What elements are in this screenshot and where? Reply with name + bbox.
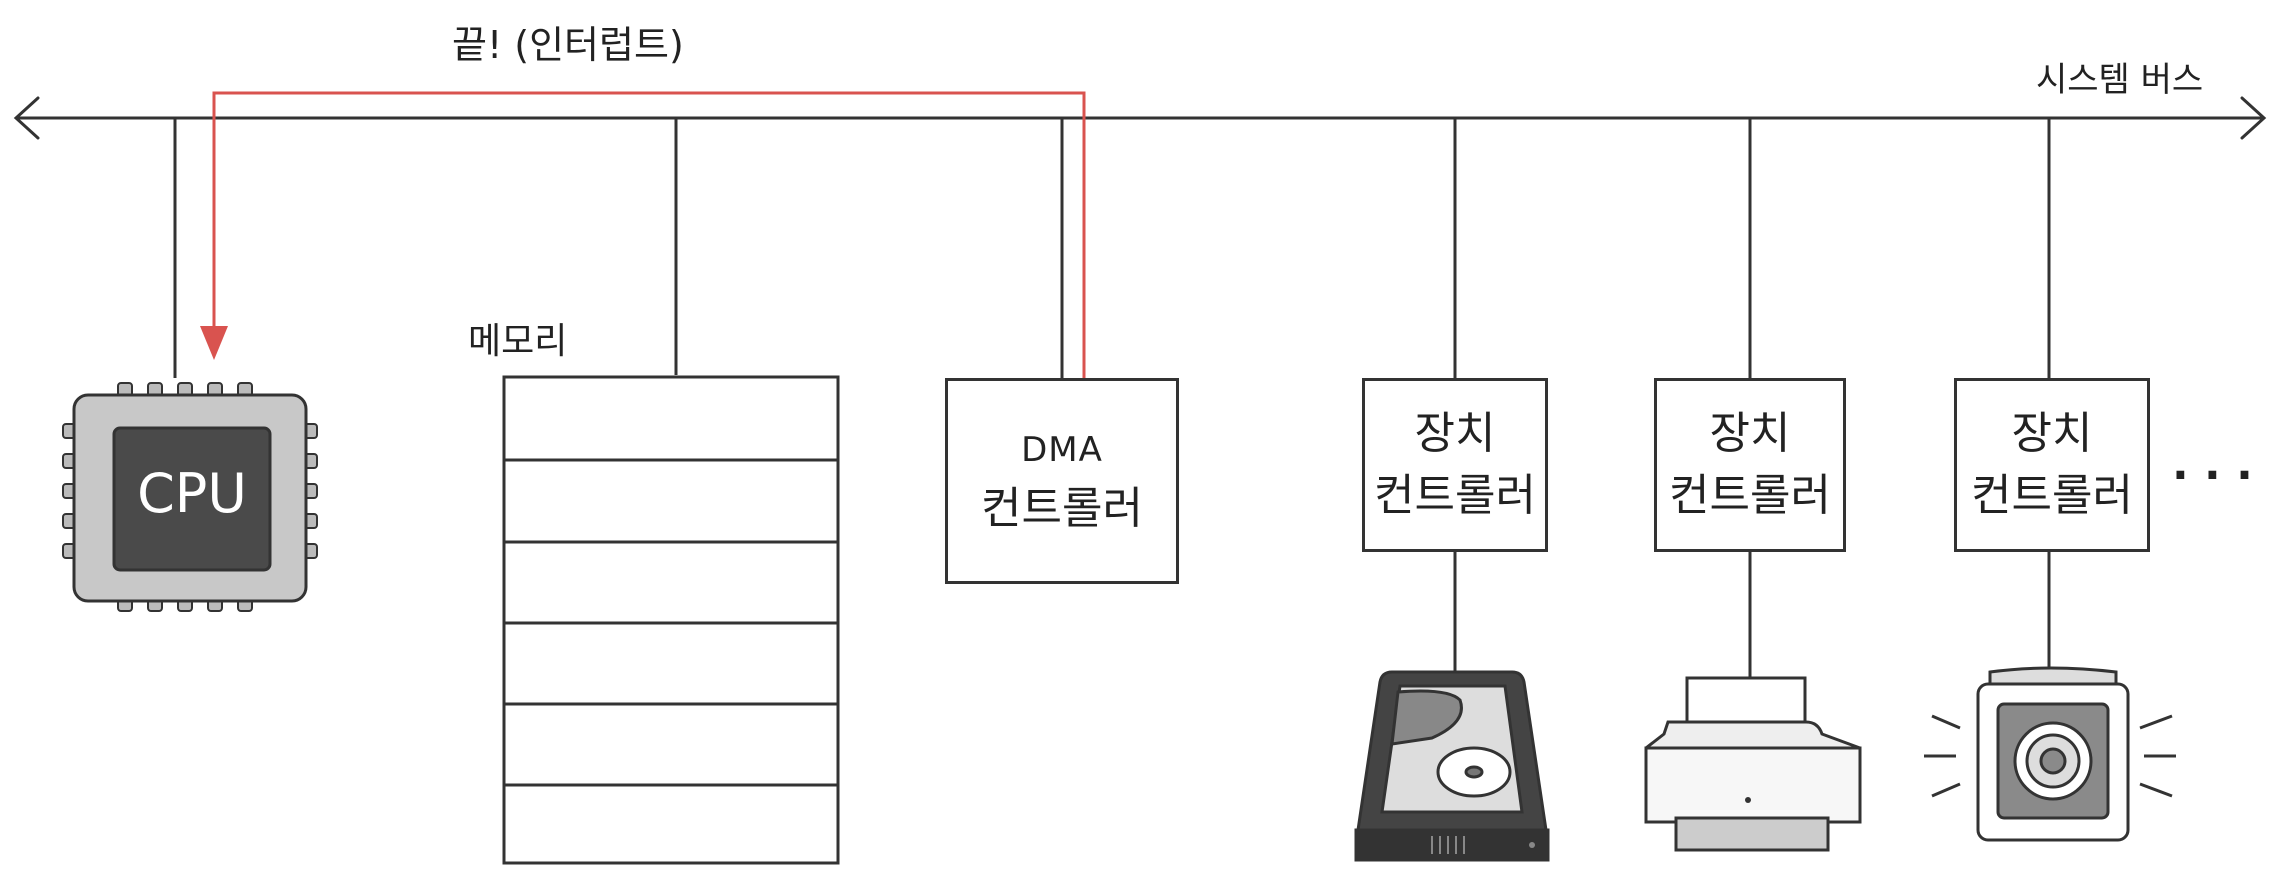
device-controller-1-line1: 장치 <box>1414 408 1496 459</box>
device-controller-box-1: 장치 컨트롤러 <box>1362 378 1548 552</box>
system-bus <box>13 96 2267 140</box>
device-controller-2-line2: 컨트롤러 <box>1669 470 1831 521</box>
device-controller-box-2: 장치 컨트롤러 <box>1654 378 1846 552</box>
cpu-chip <box>62 382 318 612</box>
device-controller-box-3: 장치 컨트롤러 <box>1954 378 2150 552</box>
interrupt-arrow <box>200 91 1086 378</box>
interrupt-label: 끝! (인터럽트) <box>452 23 684 67</box>
device-controller-1-line2: 컨트롤러 <box>1374 470 1536 521</box>
device-controller-2-line1: 장치 <box>1709 408 1791 459</box>
speaker-icon <box>1924 666 2176 842</box>
memory-label: 메모리 <box>468 321 568 362</box>
dma-controller-line1: DMA <box>1021 430 1103 470</box>
system-bus-label: 시스템 버스 <box>2036 60 2204 100</box>
cpu-label: CPU <box>137 462 247 525</box>
hard-disk-icon <box>1354 670 1550 862</box>
device-controller-3-line1: 장치 <box>2011 408 2093 459</box>
dma-controller-line2: 컨트롤러 <box>981 483 1143 534</box>
memory-block <box>502 375 840 865</box>
more-devices-ellipsis: · · · <box>2172 450 2253 501</box>
dma-controller-box: DMA 컨트롤러 <box>945 378 1179 584</box>
bus-connections <box>173 118 2051 678</box>
printer-icon <box>1644 676 1862 852</box>
device-controller-3-line2: 컨트롤러 <box>1971 470 2133 521</box>
